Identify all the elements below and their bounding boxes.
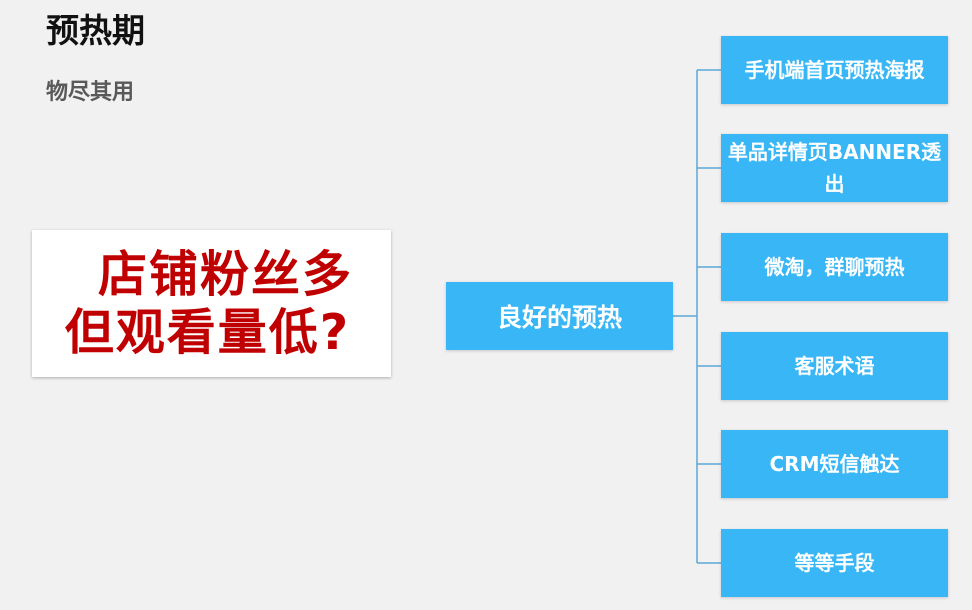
branch-node-mobile-poster: 手机端首页预热海报 — [721, 36, 948, 104]
callout-line-1: 店铺粉丝多 — [97, 245, 353, 303]
root-node: 良好的预热 — [446, 282, 673, 350]
branch-node-weitao-group: 微淘，群聊预热 — [721, 233, 948, 301]
page-title: 预热期 — [46, 11, 145, 50]
branch-node-other-means: 等等手段 — [721, 529, 948, 597]
branch-node-crm-sms: CRM短信触达 — [721, 430, 948, 498]
page-subtitle: 物尽其用 — [46, 80, 135, 105]
callout-line-2: 但观看量低? — [64, 303, 351, 361]
branch-node-service-script: 客服术语 — [721, 332, 948, 400]
branch-node-detail-banner: 单品详情页BANNER透出 — [721, 134, 948, 202]
question-callout: 店铺粉丝多 但观看量低? — [32, 230, 391, 377]
